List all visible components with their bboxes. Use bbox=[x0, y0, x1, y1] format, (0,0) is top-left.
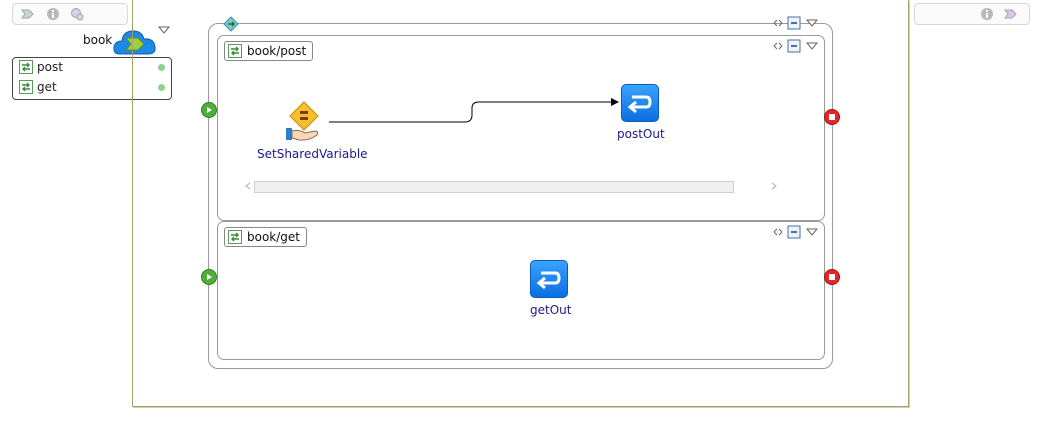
right-toolbar bbox=[914, 3, 1030, 25]
lane-controls[interactable] bbox=[772, 39, 822, 53]
lane-label-text: book/post bbox=[247, 44, 307, 58]
status-dot bbox=[158, 64, 165, 71]
forward-arrow-icon[interactable] bbox=[1004, 7, 1018, 21]
list-item[interactable]: post bbox=[17, 58, 167, 76]
set-shared-variable-icon[interactable] bbox=[285, 101, 323, 143]
chevron-down-icon[interactable] bbox=[158, 25, 170, 35]
start-icon[interactable] bbox=[201, 102, 217, 118]
start-icon[interactable] bbox=[201, 269, 217, 285]
info-icon[interactable] bbox=[980, 7, 994, 21]
end-icon[interactable] bbox=[824, 109, 840, 125]
service-operations-list: post get bbox=[12, 57, 172, 100]
lane-label[interactable]: book/post bbox=[224, 41, 314, 61]
process-canvas bbox=[132, 0, 909, 407]
return-arrow-icon bbox=[627, 95, 652, 114]
lane-book-get bbox=[217, 221, 825, 360]
rest-operation-icon bbox=[228, 230, 242, 244]
lane-label[interactable]: book/get bbox=[224, 227, 307, 247]
end-icon[interactable] bbox=[824, 269, 840, 285]
scope-controls[interactable] bbox=[772, 16, 822, 30]
lane-controls[interactable] bbox=[772, 225, 822, 239]
transition-arrow[interactable] bbox=[325, 95, 625, 127]
service-label: get bbox=[37, 80, 57, 94]
process-name: book bbox=[83, 33, 113, 47]
reply-icon[interactable] bbox=[621, 84, 659, 122]
post-out-label: postOut bbox=[617, 127, 665, 141]
set-shared-variable-label: SetSharedVariable bbox=[257, 147, 368, 161]
left-toolbar bbox=[12, 3, 128, 25]
get-out-label: getOut bbox=[530, 303, 572, 317]
status-dot bbox=[158, 84, 165, 91]
rest-operation-icon bbox=[228, 44, 242, 58]
settings-gear-icon[interactable] bbox=[70, 7, 84, 21]
info-icon[interactable] bbox=[46, 7, 60, 21]
return-arrow-icon bbox=[536, 271, 561, 290]
rest-operation-icon bbox=[19, 80, 33, 94]
scroll-left-arrow[interactable] bbox=[244, 182, 252, 190]
scope-start-icon[interactable] bbox=[223, 16, 239, 32]
cloud-icon bbox=[113, 30, 156, 55]
horizontal-scrollbar[interactable] bbox=[254, 181, 734, 193]
service-label: post bbox=[37, 60, 63, 74]
scroll-right-arrow[interactable] bbox=[770, 182, 778, 190]
forward-arrow-icon[interactable] bbox=[21, 7, 35, 21]
lane-label-text: book/get bbox=[247, 230, 300, 244]
list-item[interactable]: get bbox=[17, 78, 167, 96]
rest-operation-icon bbox=[19, 60, 33, 74]
reply-icon[interactable] bbox=[530, 260, 568, 298]
